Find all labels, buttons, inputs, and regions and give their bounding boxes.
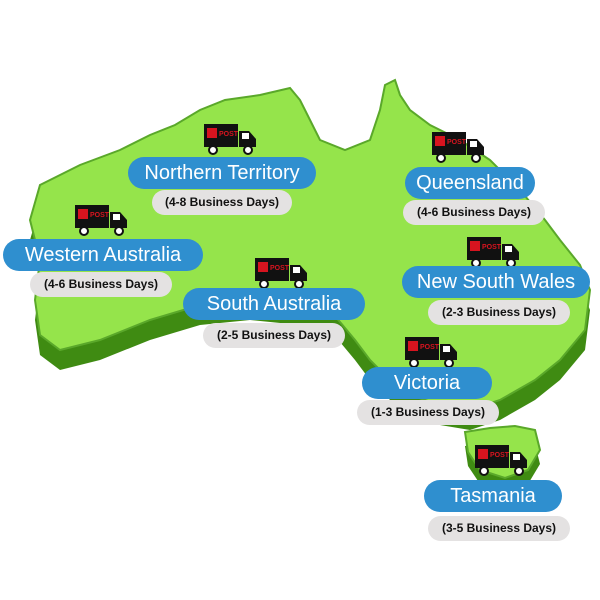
truck-icon-western-australia: POST bbox=[75, 205, 129, 237]
svg-text:POST: POST bbox=[447, 139, 467, 146]
days-queensland: (4-6 Business Days) bbox=[403, 200, 545, 225]
truck-icon-queensland: POST bbox=[432, 132, 486, 164]
label-western-australia: Western Australia bbox=[3, 239, 203, 271]
label-new-south-wales: New South Wales bbox=[402, 266, 590, 298]
label-victoria: Victoria bbox=[362, 367, 492, 399]
label-south-australia: South Australia bbox=[183, 288, 365, 320]
days-south-australia: (2-5 Business Days) bbox=[203, 323, 345, 348]
svg-text:POST: POST bbox=[482, 244, 502, 251]
days-western-australia: (4-6 Business Days) bbox=[30, 272, 172, 297]
label-queensland: Queensland bbox=[405, 167, 535, 199]
truck-icon-victoria: POST bbox=[405, 337, 459, 369]
svg-text:POST: POST bbox=[270, 265, 290, 272]
label-tasmania: Tasmania bbox=[424, 480, 562, 512]
days-victoria: (1-3 Business Days) bbox=[357, 400, 499, 425]
truck-icon-northern-territory: POST bbox=[204, 124, 258, 156]
truck-icon-new-south-wales: POST bbox=[467, 237, 521, 269]
svg-text:POST: POST bbox=[219, 131, 239, 138]
truck-icon-tasmania: POST bbox=[475, 445, 529, 477]
days-new-south-wales: (2-3 Business Days) bbox=[428, 300, 570, 325]
truck-icon-south-australia: POST bbox=[255, 258, 309, 290]
svg-text:POST: POST bbox=[420, 344, 440, 351]
label-northern-territory: Northern Territory bbox=[128, 157, 316, 189]
svg-text:POST: POST bbox=[490, 452, 510, 459]
days-northern-territory: (4-8 Business Days) bbox=[152, 190, 292, 215]
days-tasmania: (3-5 Business Days) bbox=[428, 516, 570, 541]
svg-text:POST: POST bbox=[90, 212, 110, 219]
